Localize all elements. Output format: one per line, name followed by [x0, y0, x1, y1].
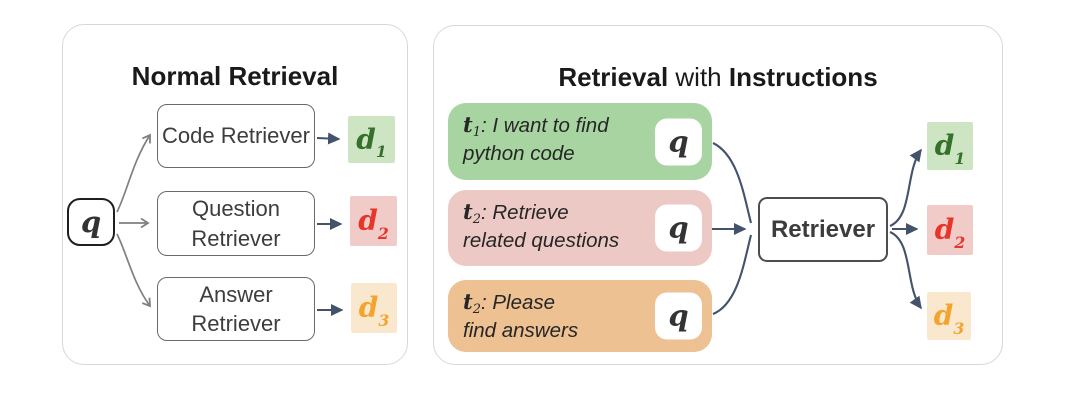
question-retriever-box: Question Retriever: [157, 191, 315, 256]
title-part-retrieval: Retrieval: [558, 61, 669, 92]
question-retriever-label: Question Retriever: [191, 196, 281, 251]
instruction-card-1: t1: I want to find python code q: [448, 103, 712, 180]
document-chip-d1-left: d1: [348, 116, 395, 163]
instruction-card-3: t2: Please find answers q: [448, 280, 712, 352]
instruction-1-line1: : I want to find: [480, 114, 609, 137]
instruction-3-symbol: t: [463, 289, 473, 314]
code-retriever-box: Code Retriever: [157, 104, 315, 168]
retriever-box: Retriever: [758, 197, 888, 262]
document-symbol-d2-right: d2: [934, 213, 966, 252]
retrieval-with-instructions-title: Retrieval with Instructions: [434, 62, 1002, 93]
document-symbol-d3-right: d3: [933, 299, 965, 338]
query-symbol-1: q: [668, 124, 689, 158]
normal-retrieval-title: Normal Retrieval: [131, 60, 339, 91]
instruction-1-symbol: t: [463, 112, 473, 137]
instruction-1-subscript: 1: [472, 125, 481, 140]
instruction-card-2: t2: Retrieve related questions q: [448, 190, 712, 266]
instruction-2-text: t2: Retrieve related questions: [463, 198, 659, 256]
document-chip-d3-right: d3: [927, 292, 971, 340]
document-chip-d3-left: d3: [351, 283, 397, 333]
document-symbol-d2: d2: [358, 204, 389, 243]
instruction-3-text: t2: Please find answers: [463, 288, 659, 346]
title-part-with: with: [668, 61, 729, 92]
retriever-label: Retriever: [770, 215, 876, 243]
answer-retriever-label: Answer Retriever: [191, 281, 281, 336]
query-chip-1: q: [655, 118, 702, 165]
answer-retriever-box: Answer Retriever: [157, 277, 315, 341]
instruction-2-subscript: 2: [472, 212, 481, 227]
query-symbol-2: q: [668, 210, 689, 245]
query-symbol-3: q: [668, 298, 689, 333]
document-chip-d2-left: d2: [350, 196, 397, 246]
code-retriever-label: Code Retriever: [162, 123, 310, 149]
query-chip-2: q: [655, 204, 702, 252]
document-chip-d2-right: d2: [927, 205, 973, 255]
instruction-1-line2: python code: [463, 142, 575, 166]
query-chip-3: q: [655, 292, 702, 340]
instruction-1-text: t1: I want to find python code: [463, 111, 659, 169]
document-symbol-d3: d3: [358, 291, 390, 330]
title-part-instructions: Instructions: [728, 61, 878, 92]
instruction-3-line1: : Please: [480, 291, 556, 314]
document-chip-d1-right: d1: [927, 122, 973, 170]
query-symbol: q: [80, 204, 102, 239]
document-symbol-d1-right: d1: [934, 129, 966, 168]
instruction-3-subscript: 2: [472, 302, 481, 317]
instruction-2-line1: : Retrieve: [480, 201, 569, 224]
instruction-3-line2: find answers: [463, 319, 579, 343]
instruction-2-line2: related questions: [463, 229, 620, 253]
document-symbol-d1: d1: [356, 122, 387, 162]
instruction-2-symbol: t: [463, 199, 473, 224]
query-box: q: [67, 198, 115, 246]
